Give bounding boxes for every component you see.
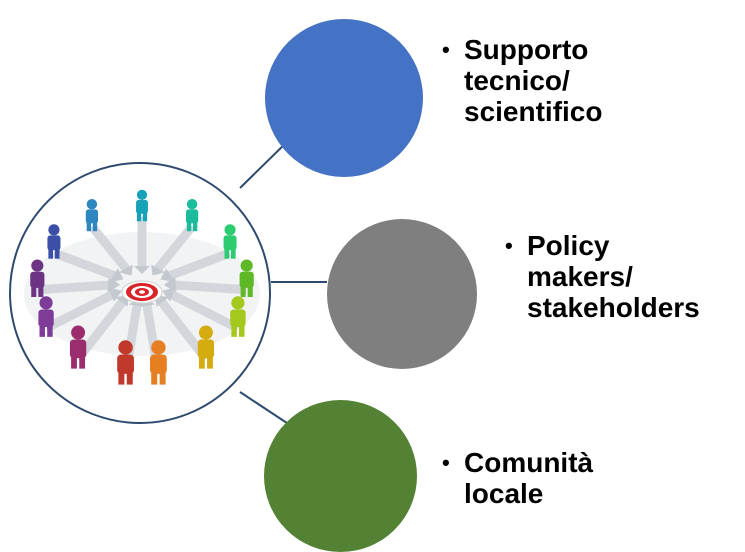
person-leg-icon	[159, 372, 166, 385]
arrow-icon	[88, 223, 133, 275]
person-leg-icon	[198, 356, 205, 369]
person-body-icon	[230, 309, 246, 327]
connector-to-comunita	[239, 391, 291, 426]
node-policy-circle	[327, 219, 477, 369]
arrow-icon	[37, 280, 115, 295]
arrow-head-icon	[162, 286, 177, 302]
person-leg-icon	[118, 372, 125, 385]
arrow-icon	[52, 248, 121, 282]
arrow-head-icon	[107, 286, 122, 302]
person-body-icon	[117, 354, 134, 374]
arrow-head-icon	[118, 264, 133, 276]
person-body-icon	[223, 235, 237, 251]
person-leg-icon	[39, 325, 45, 337]
person-icon	[48, 224, 60, 236]
person-body-icon	[30, 271, 45, 288]
person-leg-icon	[186, 222, 192, 232]
node-supporto-circle	[265, 19, 423, 177]
bullet: •	[442, 37, 450, 62]
arrow-icon	[169, 280, 247, 295]
person-icon	[86, 198, 98, 210]
person-icon	[198, 325, 213, 340]
person-leg-icon	[192, 222, 198, 232]
person-leg-icon	[86, 222, 92, 232]
person-leg-icon	[247, 286, 253, 297]
node-supporto-label: • Supporto tecnico/ scientifico	[442, 34, 602, 127]
arrow-icon	[151, 223, 196, 275]
person-icon	[136, 189, 148, 200]
node-policy-text: Policy makers/ stakeholders	[527, 230, 700, 323]
person-icon	[151, 340, 166, 355]
person-leg-icon	[224, 249, 230, 259]
node-supporto-text: Supporto tecnico/ scientifico	[464, 34, 603, 127]
person-icon	[118, 340, 133, 355]
person-icon	[186, 198, 198, 210]
person-body-icon	[38, 309, 54, 327]
person-leg-icon	[47, 325, 53, 337]
arrow-head-icon	[134, 266, 150, 274]
person-body-icon	[186, 209, 199, 224]
node-comunita-text: Comunità locale	[464, 447, 594, 509]
hub-circle	[9, 162, 271, 424]
arrow-icon	[44, 288, 119, 333]
target-bullseye-icon	[139, 290, 145, 294]
person-leg-icon	[230, 249, 236, 259]
person-leg-icon	[239, 325, 245, 337]
person-body-icon	[136, 200, 148, 214]
person-leg-icon	[136, 212, 142, 222]
person-leg-icon	[31, 286, 37, 297]
person-body-icon	[150, 354, 167, 374]
person-body-icon	[47, 235, 61, 251]
person-body-icon	[69, 339, 87, 359]
arrow-head-icon	[109, 268, 124, 282]
person-body-icon	[197, 339, 215, 359]
person-leg-icon	[240, 286, 246, 297]
arrow-head-icon	[160, 268, 175, 282]
arrow-icon	[165, 288, 240, 333]
person-leg-icon	[207, 356, 213, 369]
person-leg-icon	[151, 372, 158, 385]
people-around-target-icon	[24, 189, 260, 385]
person-leg-icon	[79, 356, 86, 369]
node-comunita-label: • Comunità locale	[442, 447, 593, 509]
person-leg-icon	[71, 356, 77, 369]
person-icon	[224, 224, 236, 236]
person-body-icon	[85, 209, 98, 224]
person-body-icon	[239, 271, 254, 288]
person-icon	[31, 259, 44, 272]
arrow-head-icon	[151, 264, 166, 276]
person-icon	[240, 259, 253, 272]
person-leg-icon	[231, 325, 237, 337]
person-leg-icon	[48, 249, 54, 259]
node-policy-label: • Policy makers/ stakeholders	[505, 230, 700, 323]
node-comunita-circle	[264, 400, 417, 552]
arrow-icon	[163, 248, 232, 282]
person-leg-icon	[38, 286, 44, 297]
person-leg-icon	[142, 212, 148, 222]
person-icon	[231, 296, 245, 310]
bullet: •	[442, 450, 450, 475]
person-leg-icon	[54, 249, 60, 259]
person-icon	[39, 296, 53, 310]
person-leg-icon	[126, 372, 133, 385]
bullet: •	[505, 233, 513, 258]
person-icon	[71, 325, 86, 340]
person-leg-icon	[92, 222, 98, 232]
